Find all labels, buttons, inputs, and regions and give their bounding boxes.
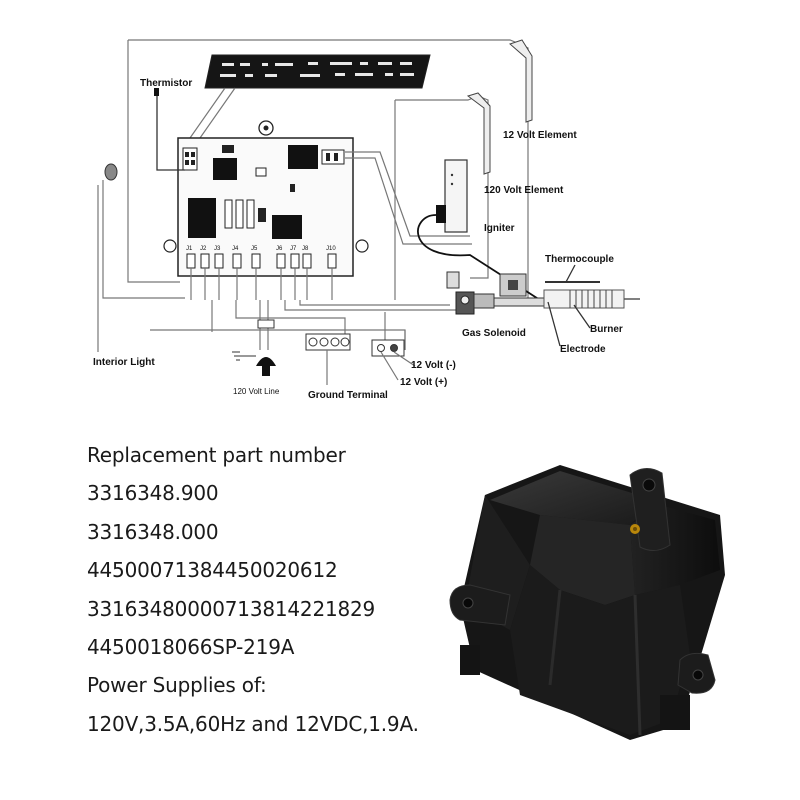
- volt-pos-label: 12 Volt (+): [400, 377, 447, 388]
- burner-label: Burner: [590, 324, 623, 335]
- thermistor: Thermistor: [140, 78, 192, 171]
- control-board: J1 J2 J3 J4 J5 J6 J7 J8 J10: [163, 120, 369, 300]
- part-info: Replacement part number 3316348.900 3316…: [87, 436, 447, 743]
- part-number: 3316348.900: [87, 481, 219, 506]
- pin-j7: J7: [290, 246, 297, 252]
- part-info-heading: Replacement part number: [87, 443, 346, 467]
- element-12v: 12 Volt Element: [503, 39, 577, 141]
- power-supply-heading: Power Supplies of:: [87, 673, 267, 698]
- igniter-label: Igniter: [484, 223, 515, 234]
- igniter: Igniter: [417, 159, 541, 301]
- line-120v: 120 Volt Line: [232, 319, 280, 396]
- pin-j3: J3: [214, 246, 221, 252]
- element-120v-label: 120 Volt Element: [484, 185, 564, 196]
- thermocouple-label: Thermocouple: [545, 254, 614, 265]
- thermistor-label: Thermistor: [140, 78, 192, 89]
- power-supply-spec: 120V,3.5A,60Hz and 12VDC,1.9A.: [87, 711, 419, 736]
- part-number: 3316348.000: [87, 519, 219, 544]
- interior-light: Interior Light: [93, 163, 155, 368]
- electrode-label: Electrode: [560, 344, 606, 355]
- terminals-12v: 12 Volt (-) 12 Volt (+): [371, 339, 456, 388]
- part-number: 44500071384450020612: [87, 558, 338, 583]
- pin-j10: J10: [326, 246, 336, 252]
- display-panel: [189, 54, 431, 139]
- part-number: 4450018066SP-219A: [87, 635, 295, 660]
- part-number: 33163480000713814221829: [87, 596, 376, 621]
- ground-terminal: Ground Terminal: [305, 333, 388, 401]
- gas-solenoid: Gas Solenoid: [446, 271, 527, 339]
- line-120v-label: 120 Volt Line: [233, 387, 280, 396]
- control-board-product-image: [449, 465, 725, 740]
- interior-light-label: Interior Light: [93, 357, 155, 368]
- pin-j8: J8: [302, 246, 309, 252]
- pin-j2: J2: [200, 246, 207, 252]
- element-12v-label: 12 Volt Element: [503, 130, 577, 141]
- burner: Thermocouple Burner Electrode: [493, 254, 640, 355]
- pin-j4: J4: [232, 246, 239, 252]
- element-120v: 120 Volt Element: [345, 92, 564, 245]
- volt-neg-label: 12 Volt (-): [411, 360, 456, 371]
- gas-solenoid-label: Gas Solenoid: [462, 328, 526, 339]
- pin-j5: J5: [251, 246, 258, 252]
- pin-j1: J1: [186, 246, 193, 252]
- ground-terminal-label: Ground Terminal: [308, 390, 388, 401]
- pin-j6: J6: [276, 246, 283, 252]
- wiring-diagram: J1 J2 J3 J4 J5 J6 J7 J8 J10 Thermistor 1…: [93, 39, 640, 401]
